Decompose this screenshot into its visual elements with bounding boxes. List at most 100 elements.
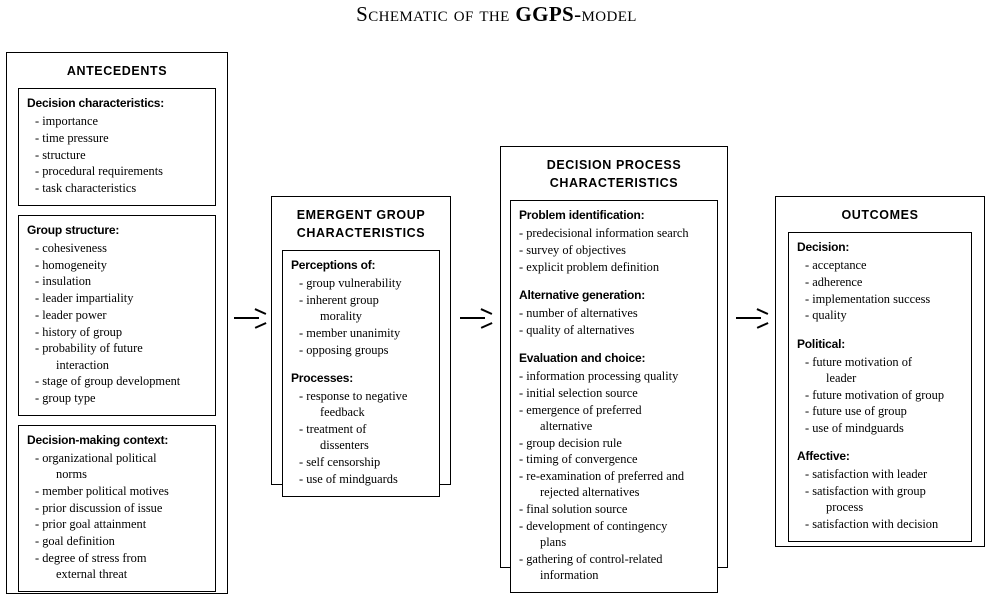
- page-title: Schematic of the GGPS-model: [0, 2, 993, 27]
- list-item: - quality of alternatives: [519, 322, 635, 337]
- group-title-evaluation-and-choice: Evaluation and choice:: [519, 351, 646, 365]
- list-item: - survey of objectives: [519, 243, 627, 257]
- list-item: - history of group: [35, 324, 123, 339]
- column-outcomes: OUTCOMES Decision: - acceptance - adhere…: [775, 196, 985, 547]
- list-item-text: - re-examination of preferred and: [519, 469, 685, 483]
- arrow-emergent-to-process-icon: [460, 308, 494, 328]
- list-item-continuation: morality: [320, 309, 362, 324]
- arrow-head-lower: [254, 321, 267, 328]
- list-item-text: - emergence of preferred: [519, 402, 642, 417]
- list-item-continuation: plans: [540, 535, 567, 549]
- panel-outcomes: Decision: - acceptance - adherence - imp…: [788, 232, 972, 542]
- list-item: - cohesiveness: [35, 240, 107, 255]
- list-item: - information processing quality: [519, 369, 679, 383]
- list-item: - goal definition: [35, 534, 115, 549]
- list-affective-outcomes: - satisfaction with leader - satisfactio…: [797, 466, 963, 532]
- list-item-text: - response to negative: [299, 389, 408, 403]
- list-item-continuation: leader: [826, 370, 857, 385]
- group-title-perceptions-of: Perceptions of:: [291, 258, 376, 273]
- panel-group-structure: Group structure: - cohesiveness - homoge…: [18, 214, 216, 416]
- list-processes: - response to negative feedback - treatme…: [291, 388, 431, 487]
- group-title-problem-identification: Problem identification:: [519, 208, 645, 223]
- list-item: - satisfaction with leader: [805, 467, 928, 482]
- page-title-tail: -model: [574, 2, 637, 26]
- list-item: - task characteristics: [35, 181, 137, 196]
- group-title-political: Political:: [797, 336, 846, 351]
- list-item: - member unanimity: [299, 326, 401, 340]
- column-antecedents: ANTECEDENTS Decision characteristics: - …: [6, 52, 228, 594]
- list-item: - time pressure: [35, 130, 109, 145]
- page-title-lead: Schematic of the: [356, 2, 516, 26]
- column-emergent-group-characteristics: EMERGENT GROUP CHARACTERISTICS Perceptio…: [271, 196, 451, 497]
- panel-decision-characteristics: Decision characteristics: - importance -…: [18, 88, 216, 206]
- column-header-emergent: EMERGENT GROUP CHARACTERISTICS: [272, 197, 450, 250]
- group-title-decision: Decision:: [797, 240, 850, 255]
- arrow-head-upper: [756, 308, 769, 315]
- list-item: - satisfaction with decision: [805, 517, 939, 532]
- list-item: - explicit problem definition: [519, 259, 660, 274]
- column-body-outcomes: Decision: - acceptance - adherence - imp…: [776, 232, 984, 542]
- list-item: - insulation: [35, 274, 92, 289]
- list-item: - future use of group: [805, 404, 907, 419]
- column-header-outcomes: OUTCOMES: [841, 208, 919, 222]
- list-item: - response to negative feedback: [299, 388, 431, 421]
- list-item-text: - satisfaction with group: [805, 484, 926, 499]
- list-item: - procedural requirements: [35, 164, 163, 179]
- list-item: - self censorship: [299, 455, 381, 469]
- list-item: - structure: [35, 147, 86, 162]
- list-item: - opposing groups: [299, 342, 389, 357]
- list-alternative-generation: - number of alternatives - quality of al…: [519, 305, 709, 338]
- column-header-line-2: CHARACTERISTICS: [549, 176, 679, 191]
- list-item: - homogeneity: [35, 257, 107, 272]
- list-item: - implementation success: [805, 291, 931, 306]
- list-item: - importance: [35, 114, 98, 129]
- list-problem-identification: - predecisional information search - sur…: [519, 225, 709, 275]
- list-item-continuation: external threat: [56, 567, 128, 582]
- column-body-emergent: Perceptions of: - group vulnerability - …: [272, 250, 450, 497]
- list-item-continuation: alternative: [540, 418, 593, 433]
- list-item-text: - development of contingency: [519, 518, 668, 533]
- list-item-continuation: feedback: [320, 405, 365, 420]
- column-header-process: DECISION PROCESS CHARACTERISTICS: [501, 147, 727, 200]
- arrow-head-upper: [254, 308, 267, 315]
- list-item: - degree of stress from external threat: [35, 550, 207, 583]
- list-item-text: - inherent group: [299, 293, 379, 307]
- list-item: - prior discussion of issue: [35, 500, 163, 515]
- list-item: - acceptance: [805, 258, 867, 273]
- list-evaluation-and-choice: - information processing quality - initi…: [519, 368, 709, 583]
- list-item-text: - probability of future: [35, 341, 143, 356]
- group-title-processes: Processes:: [291, 371, 354, 385]
- arrow-antecedents-to-emergent-icon: [234, 308, 268, 328]
- arrow-head-upper: [480, 308, 493, 315]
- page-title-acronym: GGPS: [515, 2, 575, 26]
- list-item-text: - degree of stress from: [35, 550, 147, 565]
- arrow-process-to-outcomes-icon: [736, 308, 770, 328]
- list-item: - leader power: [35, 307, 107, 322]
- column-header-line-1: DECISION PROCESS: [546, 158, 682, 172]
- list-item: - final solution source: [519, 502, 628, 516]
- list-item-text: - treatment of: [299, 422, 367, 436]
- list-item: - group vulnerability: [299, 276, 402, 291]
- column-header-antecedents: ANTECEDENTS: [66, 64, 168, 78]
- panel-decision-making-context: Decision-making context: - organizationa…: [18, 424, 216, 592]
- column-body-process: Problem identification: - predecisional …: [501, 200, 727, 593]
- list-item-continuation: information: [540, 568, 599, 582]
- column-decision-process-characteristics: DECISION PROCESS CHARACTERISTICS Problem…: [500, 146, 728, 593]
- column-header-line-1: EMERGENT GROUP: [296, 208, 426, 222]
- list-item: - use of mindguards: [299, 471, 398, 486]
- list-item-continuation: process: [826, 500, 864, 515]
- panel-emergent-group: Perceptions of: - group vulnerability - …: [282, 250, 440, 497]
- list-item: - group type: [35, 391, 96, 406]
- group-title-alternative-generation: Alternative generation:: [519, 288, 646, 302]
- list-perceptions-of: - group vulnerability - inherent group mo…: [291, 275, 431, 358]
- list-item: - future motivation of group: [805, 387, 945, 402]
